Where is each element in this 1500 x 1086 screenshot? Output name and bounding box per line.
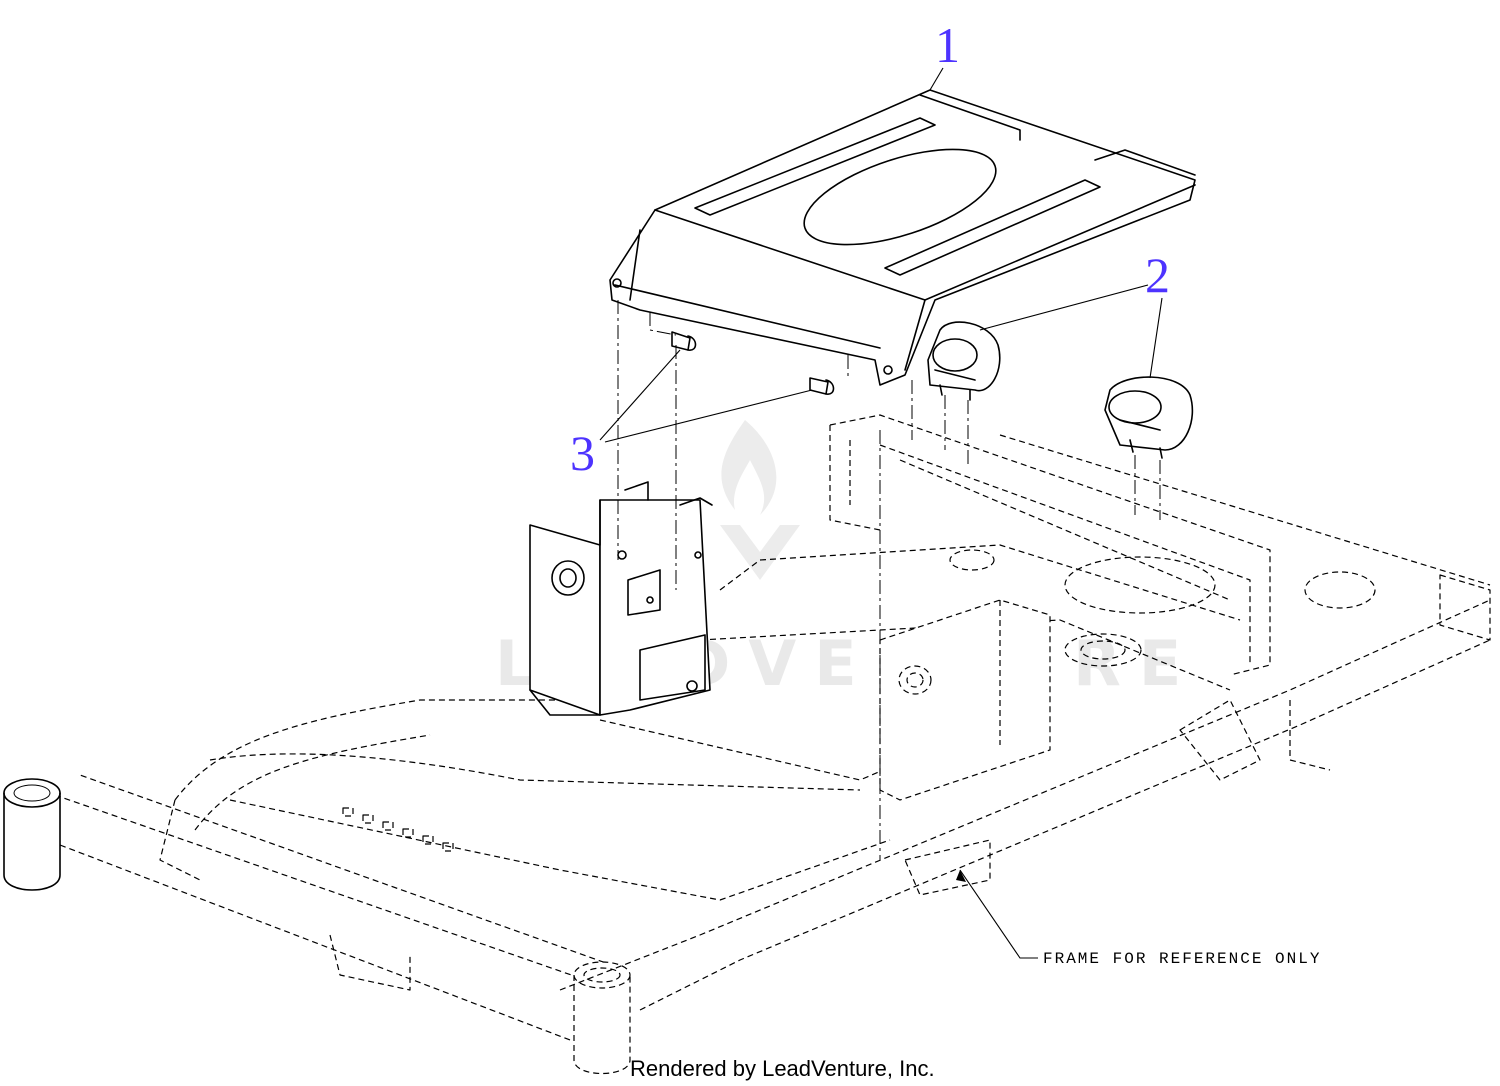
- frame-note-text: FRAME FOR REFERENCE ONLY: [1043, 950, 1321, 968]
- callout-3-label: 3: [570, 425, 595, 481]
- left-caster-tube: [3, 778, 61, 891]
- frame-slots: [342, 807, 454, 852]
- bolt-2: [809, 377, 835, 395]
- seat-bracket: [529, 481, 713, 716]
- bumper-installed: [927, 321, 1001, 401]
- frame-note: FRAME FOR REFERENCE ONLY: [956, 869, 1321, 968]
- assembly-lines: [617, 300, 1161, 590]
- callout-1-label: 1: [935, 17, 960, 73]
- callout-2-label: 2: [1145, 247, 1170, 303]
- seat-pan: [609, 89, 1196, 386]
- callout-3: 3: [570, 349, 813, 481]
- render-credit: Rendered by LeadVenture, Inc.: [630, 1056, 935, 1081]
- callout-2: 2: [979, 247, 1170, 379]
- right-caster-tube: [573, 961, 631, 1075]
- bumper-loose: [1104, 376, 1194, 459]
- frame-reference: [3, 414, 1491, 1075]
- callout-1: 1: [929, 17, 960, 91]
